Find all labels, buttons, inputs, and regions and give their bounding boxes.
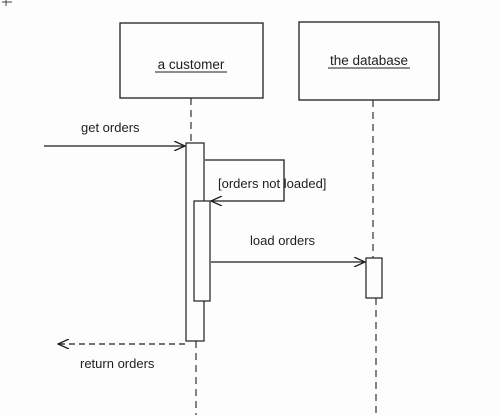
message-get-orders: get orders bbox=[44, 120, 185, 146]
database-object-name: the database bbox=[330, 53, 408, 68]
return-orders-label: return orders bbox=[80, 356, 155, 371]
lifeline-customer: a customer bbox=[119, 22, 264, 415]
lifeline-database: the database bbox=[298, 21, 440, 415]
self-call-arrow bbox=[205, 159, 285, 201]
message-return-orders: return orders bbox=[58, 344, 185, 371]
scan-mark bbox=[2, 0, 12, 6]
customer-nested-activation-bar bbox=[193, 200, 211, 302]
customer-object-name: a customer bbox=[158, 57, 225, 72]
get-orders-label: get orders bbox=[81, 120, 140, 135]
load-orders-label: load orders bbox=[250, 233, 316, 248]
orders-not-loaded-guard: [orders not loaded] bbox=[218, 176, 326, 191]
database-object-box bbox=[298, 21, 440, 101]
message-load-orders: load orders bbox=[211, 233, 365, 262]
message-orders-not-loaded: [orders not loaded] bbox=[205, 159, 326, 201]
database-activation-bar bbox=[365, 257, 383, 299]
